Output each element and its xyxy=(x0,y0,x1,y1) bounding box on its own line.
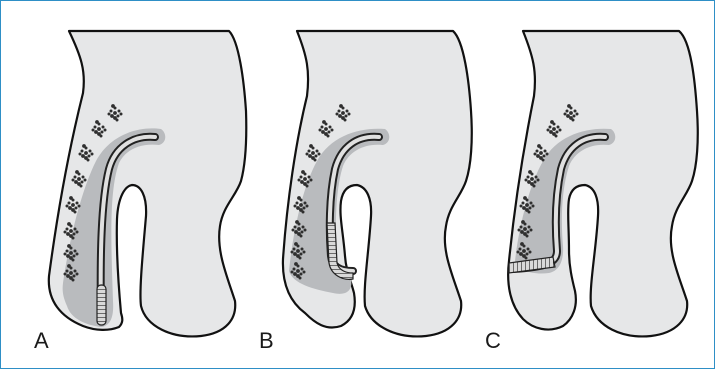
panel-label-c: C xyxy=(485,330,501,352)
panel-b-drawing xyxy=(283,31,472,336)
panel-label-a: A xyxy=(34,330,49,352)
panel-a-drawing xyxy=(49,31,246,336)
panel-a-sphincter xyxy=(97,285,106,325)
panel-label-b: B xyxy=(259,330,274,352)
panel-c-drawing xyxy=(508,31,698,336)
